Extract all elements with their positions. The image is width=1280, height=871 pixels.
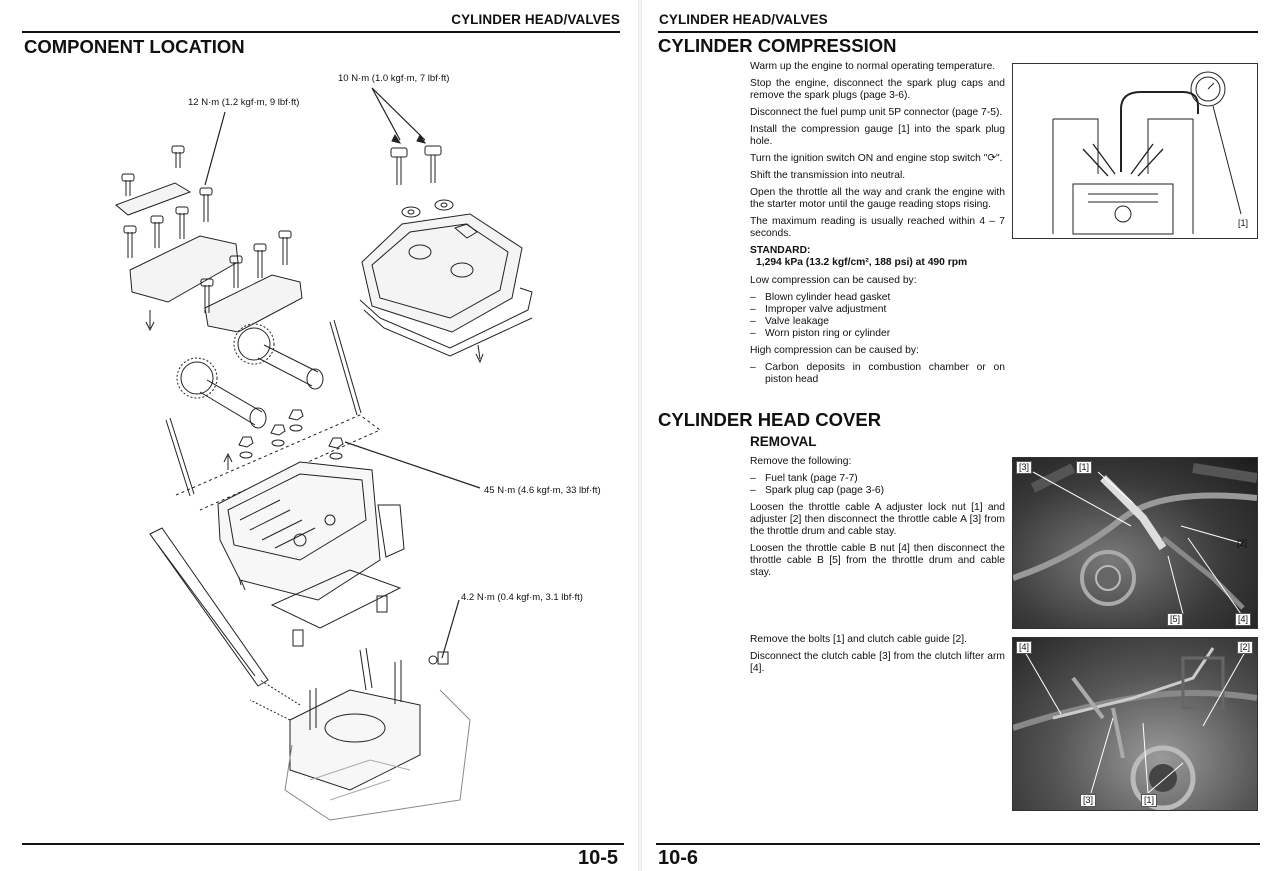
list-item: Spark plug cap (page 3-6) <box>750 485 1005 497</box>
photo2-callout-2: [2] <box>1237 641 1254 654</box>
left-page-number: 10-5 <box>578 847 619 869</box>
right-page: CYLINDER HEAD/VALVES CYLINDER COMPRESSIO… <box>640 0 1280 871</box>
high-compression-intro: High compression can be caused by: <box>750 345 919 356</box>
compression-section-title: CYLINDER COMPRESSION <box>658 35 897 56</box>
torque-cover-bolts: 10 N·m (1.0 kgf·m, 7 lbf·ft) <box>338 73 450 84</box>
procedure-step: The maximum reading is usually reached w… <box>750 216 1005 239</box>
head-cover-section-title: CYLINDER HEAD COVER <box>658 409 882 430</box>
right-page-number: 10-6 <box>658 847 699 869</box>
clutch-photo-detail <box>1013 647 1257 810</box>
throttle-cable-a-step: Loosen the throttle cable A adjuster loc… <box>750 502 1005 537</box>
compression-procedure: Warm up the engine to normal operating t… <box>750 61 1005 391</box>
remove-items: Fuel tank (page 7-7) Spark plug cap (pag… <box>750 473 1005 497</box>
left-page-title: COMPONENT LOCATION <box>24 36 245 57</box>
list-item: Improper valve adjustment <box>750 304 1005 316</box>
torque-holder-bolts: 12 N·m (1.2 kgf·m, 9 lbf·ft) <box>188 97 300 108</box>
removal-subtitle: REMOVAL <box>750 434 817 449</box>
bolts-step: Remove the bolts [1] and clutch cable gu… <box>750 634 967 645</box>
removal-procedure-a: Remove the following: Fuel tank (page 7-… <box>750 456 1005 584</box>
throttle-cable-b-step: Loosen the throttle cable B nut [4] then… <box>750 543 1005 578</box>
procedure-step: Install the compression gauge [1] into t… <box>750 124 1005 147</box>
left-footer-rule <box>22 843 624 845</box>
photo1-callout-5: [5] <box>1167 613 1184 626</box>
left-running-header: CYLINDER HEAD/VALVES <box>451 12 620 27</box>
photo2-callout-4: [4] <box>1016 641 1033 654</box>
remove-intro: Remove the following: <box>750 456 852 467</box>
photo1-callout-4: [4] <box>1235 613 1252 626</box>
low-compression-intro: Low compression can be caused by: <box>750 275 917 286</box>
compression-gauge-figure: [1] <box>1012 63 1258 239</box>
low-compression-causes: Blown cylinder head gasket Improper valv… <box>750 292 1005 340</box>
standard-label: STANDARD: <box>750 245 811 256</box>
list-item: Fuel tank (page 7-7) <box>750 473 1005 485</box>
exploded-view-illustration <box>115 87 533 821</box>
photo1-callout-1: [1] <box>1076 461 1093 474</box>
throttle-cable-photo: [3] [1] [2] [5] [4] <box>1012 457 1258 629</box>
procedure-step: Shift the transmission into neutral. <box>750 170 906 181</box>
left-header-rule <box>22 31 620 33</box>
list-item: Carbon deposits in combustion chamber or… <box>750 362 1005 386</box>
procedure-step: Stop the engine, disconnect the spark pl… <box>750 78 1005 101</box>
list-item: Blown cylinder head gasket <box>750 292 1005 304</box>
high-compression-causes: Carbon deposits in combustion chamber or… <box>750 362 1005 386</box>
procedure-step: Open the throttle all the way and crank … <box>750 187 1005 210</box>
torque-head-nuts: 45 N·m (4.6 kgf·m, 33 lbf·ft) <box>484 485 601 496</box>
figure-callout-1: [1] <box>1238 218 1249 228</box>
photo2-callout-3: [3] <box>1080 794 1097 807</box>
procedure-step: Warm up the engine to normal operating t… <box>750 61 996 72</box>
right-header-rule <box>658 31 1258 33</box>
standard-value: 1,294 kPa (13.2 kgf/cm², 188 psi) at 490… <box>756 257 968 268</box>
list-item: Worn piston ring or cylinder <box>750 328 1005 340</box>
gauge-diagram <box>1052 71 1242 235</box>
clutch-cable-step: Disconnect the clutch cable [3] from the… <box>750 651 1005 674</box>
clutch-cable-photo: [4] [2] [3] [1] <box>1012 637 1258 811</box>
procedure-step: Turn the ignition switch ON and engine s… <box>750 153 1003 164</box>
photo1-callout-3: [3] <box>1016 461 1033 474</box>
throttle-photo-detail <box>1013 463 1257 615</box>
removal-procedure-b: Remove the bolts [1] and clutch cable gu… <box>750 634 1005 680</box>
page-gutter <box>638 0 642 871</box>
list-item: Valve leakage <box>750 316 1005 328</box>
right-footer-rule <box>656 843 1260 845</box>
torque-bolt: 4.2 N·m (0.4 kgf·m, 3.1 lbf·ft) <box>461 592 583 603</box>
left-page: CYLINDER HEAD/VALVES COMPONENT LOCATION … <box>22 12 624 869</box>
procedure-step: Disconnect the fuel pump unit 5P connect… <box>750 107 1003 118</box>
photo1-callout-2: [2] <box>1237 538 1248 548</box>
right-running-header: CYLINDER HEAD/VALVES <box>659 12 828 27</box>
photo2-callout-1: [1] <box>1141 794 1158 807</box>
